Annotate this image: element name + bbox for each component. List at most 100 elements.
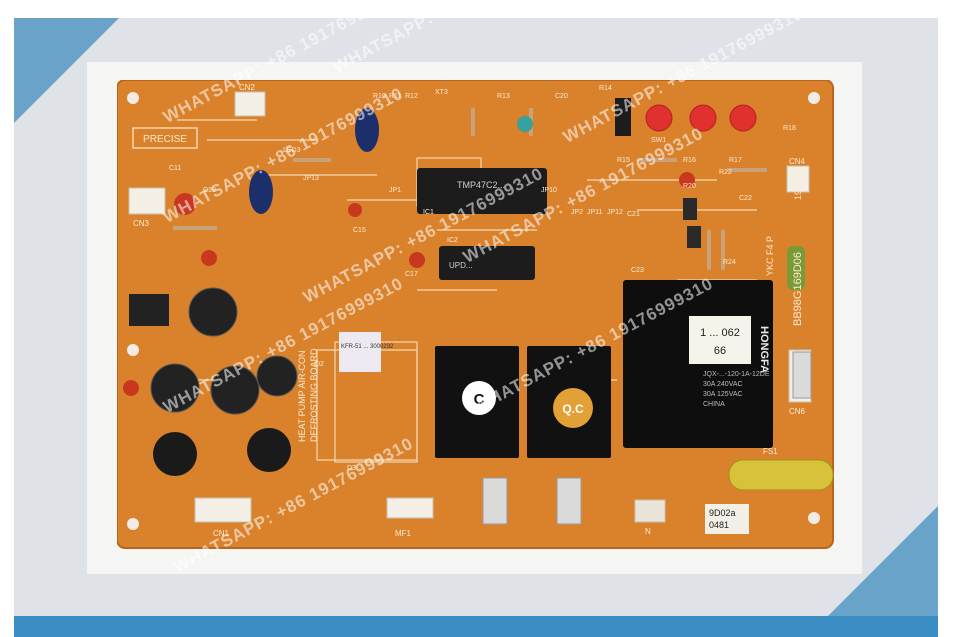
blade-terminal bbox=[556, 477, 582, 525]
ref-label: SW1 bbox=[651, 137, 666, 144]
ref-label: R20 bbox=[683, 183, 696, 190]
connector-cn1 bbox=[194, 497, 252, 523]
voltage-regulator bbox=[129, 294, 169, 326]
varistor bbox=[787, 246, 805, 290]
ref-label: C23 bbox=[631, 267, 644, 274]
ref-label: C21 bbox=[627, 211, 640, 218]
ref-label: C22 bbox=[739, 195, 752, 202]
mounting-hole bbox=[808, 92, 820, 104]
label-sticker bbox=[339, 332, 381, 372]
switch-sw1 bbox=[615, 98, 631, 136]
ref-label: JP13 bbox=[303, 175, 319, 182]
relay-2-mark-badge bbox=[553, 388, 593, 428]
capacitor bbox=[153, 432, 197, 476]
revision-text: YKC F4 P bbox=[765, 236, 775, 276]
fuse-label-text: 9D02a bbox=[709, 508, 736, 518]
inductor bbox=[517, 116, 533, 132]
ref-label: C11 bbox=[169, 165, 181, 172]
ic2-marking: UPD... bbox=[449, 261, 473, 270]
ref-label: IC1 bbox=[423, 209, 434, 216]
capacitor bbox=[249, 170, 273, 214]
mounting-hole bbox=[808, 512, 820, 524]
relay-sticker bbox=[689, 316, 751, 364]
fuse-label-text-2: 0481 bbox=[709, 520, 729, 530]
ref-label: R18 bbox=[783, 125, 796, 132]
label-cn3: CN3 bbox=[133, 219, 150, 228]
led-3 bbox=[729, 104, 757, 132]
ref-label: R15 bbox=[617, 157, 630, 164]
ic1-marking: TMP47C2... bbox=[457, 180, 505, 190]
circuit-board: PRECISE TMP47C2... UPD... bbox=[117, 80, 834, 549]
capacitor-large bbox=[210, 365, 260, 415]
ref-label: C10 bbox=[203, 187, 216, 194]
resistors bbox=[173, 108, 767, 270]
ref-label: C15 bbox=[353, 227, 366, 234]
connector-cn2 bbox=[234, 91, 266, 117]
led-1 bbox=[645, 104, 673, 132]
ref-label: JP2 bbox=[571, 209, 583, 216]
ref-label: R17 bbox=[729, 157, 742, 164]
ref-label: R24 bbox=[723, 259, 736, 266]
transistor bbox=[687, 226, 701, 248]
relay-1-mark: C bbox=[474, 391, 485, 408]
ref-label: IC2 bbox=[447, 237, 458, 244]
ref-label: R11 bbox=[389, 93, 401, 100]
ref-label: LED3 bbox=[283, 147, 301, 154]
ceramic-capacitors bbox=[123, 172, 695, 396]
relay-spec-line: CHINA bbox=[703, 401, 725, 408]
fuse-label bbox=[705, 504, 749, 534]
connector-n bbox=[634, 499, 666, 523]
bottom-bar bbox=[14, 616, 938, 637]
led-2 bbox=[689, 104, 717, 132]
ref-label: C17 bbox=[405, 271, 418, 278]
connector-labels: CN2 CN3 CN4 MF1 N CN1 FS1 CN6 bbox=[133, 83, 806, 538]
blade-terminal bbox=[792, 351, 812, 399]
capacitor bbox=[256, 355, 298, 397]
label-sticker-text: KFR-51 ... 3000232 bbox=[341, 344, 394, 350]
relay-sticker-line1: 1 ... 062 bbox=[700, 327, 740, 339]
label-cn2: CN2 bbox=[239, 83, 256, 92]
relay-specs: JQX-...-120-1A-12DE 30A 240VAC 30A 125VA… bbox=[703, 371, 770, 408]
ref-label: R22 bbox=[719, 169, 732, 176]
capacitor bbox=[247, 428, 291, 472]
brand-label-box bbox=[132, 127, 198, 149]
mounting-hole bbox=[127, 92, 139, 104]
capacitor-large bbox=[188, 287, 238, 337]
blade-terminal bbox=[482, 477, 508, 525]
relay-sticker-line2: 66 bbox=[714, 345, 726, 357]
silk-text-line: HEAT PUMP AIR-CON bbox=[297, 350, 307, 442]
connector-mf1 bbox=[386, 497, 434, 519]
fuse bbox=[728, 459, 834, 491]
relay-1-mark-badge bbox=[462, 381, 496, 415]
label-cn6: CN6 bbox=[789, 407, 806, 416]
label-cn1: CN1 bbox=[213, 529, 230, 538]
component-refs: R10 R11 R12 R13 R14 R15 R16 R17 R18 R20 … bbox=[169, 85, 796, 472]
relay-spec-line: JQX-...-120-1A-12DE bbox=[703, 371, 770, 378]
ref-label: JP12 bbox=[607, 209, 623, 216]
ref-label: D3 bbox=[347, 465, 356, 472]
ref-label: D2 bbox=[315, 361, 324, 368]
silk-text-line: DEFROSTING BOARD bbox=[309, 348, 319, 442]
brand-label: PRECISE bbox=[143, 134, 187, 145]
relay-spec-line: 30A 125VAC bbox=[703, 391, 743, 398]
ref-label: R13 bbox=[497, 93, 510, 100]
ref-label: R14 bbox=[599, 85, 612, 92]
year-text: 1998.1 bbox=[793, 172, 803, 200]
label-fs1: FS1 bbox=[763, 447, 778, 456]
connector-cn4 bbox=[786, 165, 810, 193]
relay-2-mark: Q.C bbox=[562, 402, 584, 416]
ref-label: JP10 bbox=[541, 187, 557, 194]
connector-cn3 bbox=[128, 187, 166, 215]
mounting-hole bbox=[127, 344, 139, 356]
ref-label: C20 bbox=[555, 93, 568, 100]
ic2-chip bbox=[439, 246, 535, 280]
ref-label: R16 bbox=[683, 157, 696, 164]
transistor bbox=[683, 198, 697, 220]
ref-label: JP1 bbox=[389, 187, 401, 194]
ref-label: JP11 bbox=[587, 209, 603, 216]
label-mf1: MF1 bbox=[395, 529, 412, 538]
capacitor-large bbox=[150, 363, 200, 413]
part-number: BB98G169D06 bbox=[792, 252, 804, 326]
mounting-hole bbox=[127, 518, 139, 530]
label-cn4: CN4 bbox=[789, 157, 806, 166]
